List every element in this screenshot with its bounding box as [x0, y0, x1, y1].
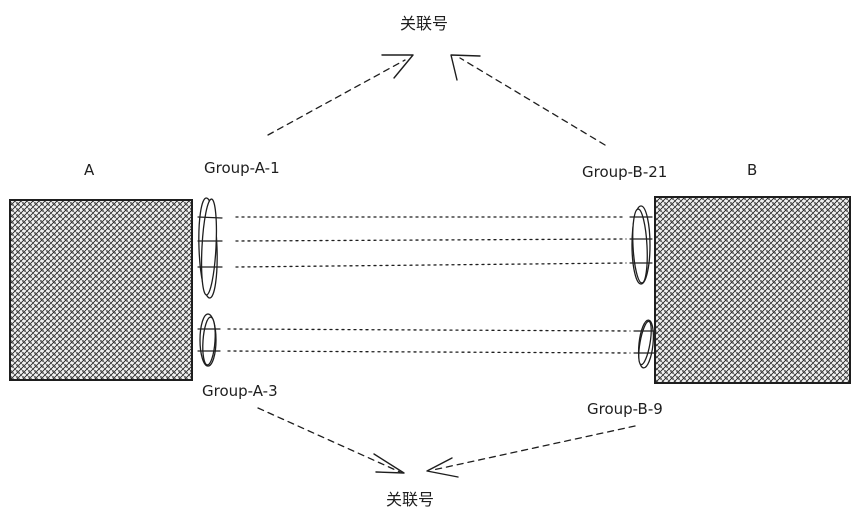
arrow-b9-to-relation-bottom [426, 425, 636, 478]
node-b-box [654, 196, 851, 384]
node-a-label: A [84, 161, 95, 179]
group-label-a3: Group-A-3 [202, 382, 278, 400]
node-a-box [9, 199, 193, 381]
link-line-2 [235, 238, 627, 242]
group-label-b21: Group-B-21 [582, 163, 667, 181]
link-line-5 [227, 350, 631, 354]
group-b21-ellipse [629, 205, 653, 285]
group-b9-ellipse [633, 319, 657, 369]
link-line-3 [235, 262, 627, 268]
link-line-4 [227, 328, 631, 332]
arrow-a1-to-relation-top [267, 54, 414, 136]
group-label-b9: Group-B-9 [587, 400, 663, 418]
link-lines [227, 216, 631, 354]
group-label-a1: Group-A-1 [204, 159, 280, 177]
group-a3-ellipse [197, 313, 221, 367]
relation-label-top: 关联号 [400, 14, 448, 33]
relation-label-bottom: 关联号 [386, 490, 434, 509]
arrow-b21-to-relation-top [450, 54, 606, 146]
group-a1-ellipse [197, 197, 223, 299]
node-b-label: B [747, 161, 757, 179]
arrow-a3-to-relation-bottom [257, 407, 405, 474]
